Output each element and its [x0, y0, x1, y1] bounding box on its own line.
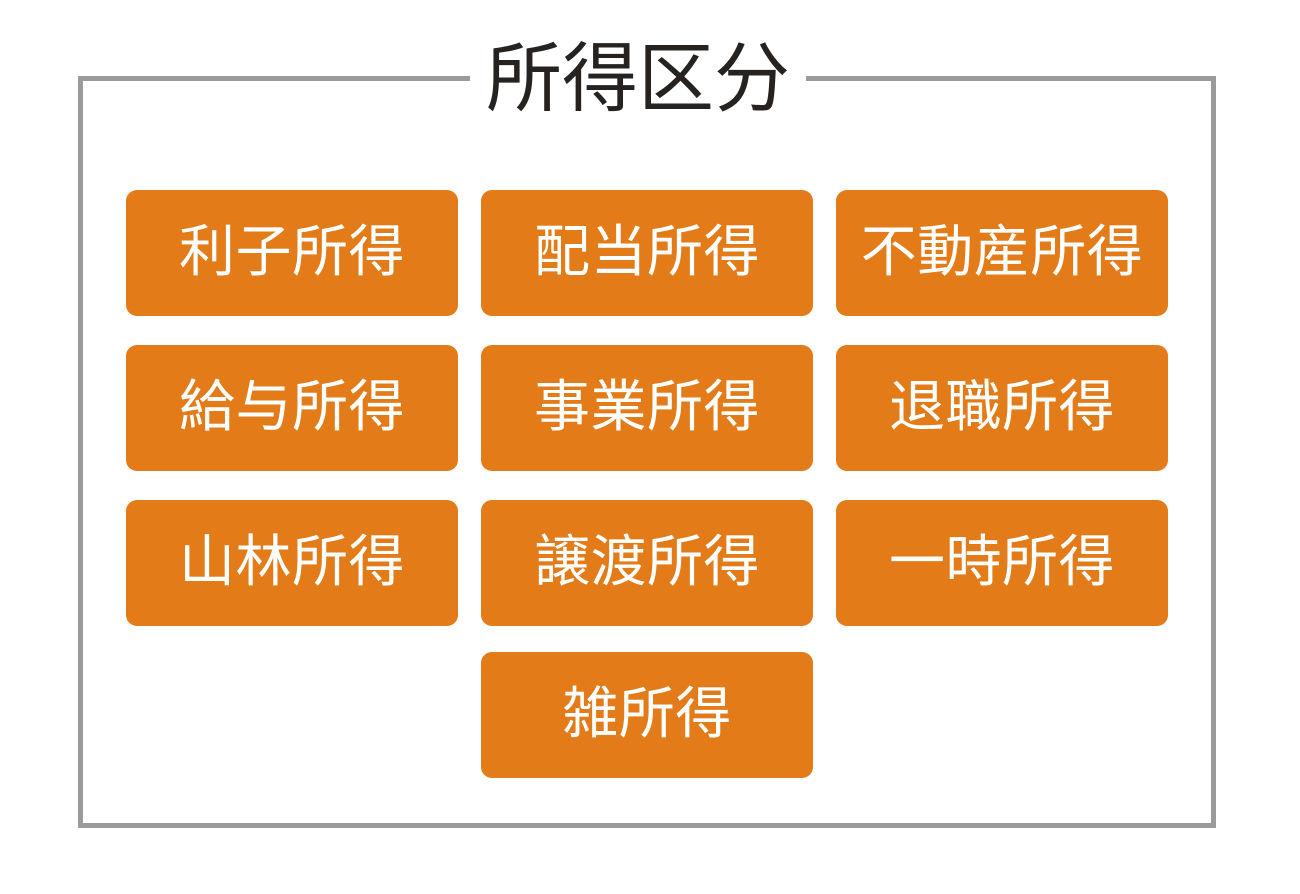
category-chip-transfer[interactable]: 譲渡所得	[481, 500, 813, 626]
frame-legend: 所得区分	[470, 28, 806, 130]
category-chip-occasional[interactable]: 一時所得	[836, 500, 1168, 626]
income-category-grid: 利子所得 配当所得 不動産所得 給与所得 事業所得 退職所得 山林所得 譲渡所得…	[126, 190, 1168, 778]
category-row-2: 給与所得 事業所得 退職所得	[126, 345, 1168, 471]
category-chip-forestry[interactable]: 山林所得	[126, 500, 458, 626]
category-chip-retirement[interactable]: 退職所得	[836, 345, 1168, 471]
category-row-4: 雑所得	[126, 652, 1168, 778]
category-chip-business[interactable]: 事業所得	[481, 345, 813, 471]
category-chip-salary[interactable]: 給与所得	[126, 345, 458, 471]
category-chip-real-estate[interactable]: 不動産所得	[836, 190, 1168, 316]
category-chip-interest[interactable]: 利子所得	[126, 190, 458, 316]
category-chip-miscellaneous[interactable]: 雑所得	[481, 652, 813, 778]
category-row-3: 山林所得 譲渡所得 一時所得	[126, 500, 1168, 626]
category-chip-dividend[interactable]: 配当所得	[481, 190, 813, 316]
page-title: 所得区分	[486, 34, 790, 123]
category-row-1: 利子所得 配当所得 不動産所得	[126, 190, 1168, 316]
